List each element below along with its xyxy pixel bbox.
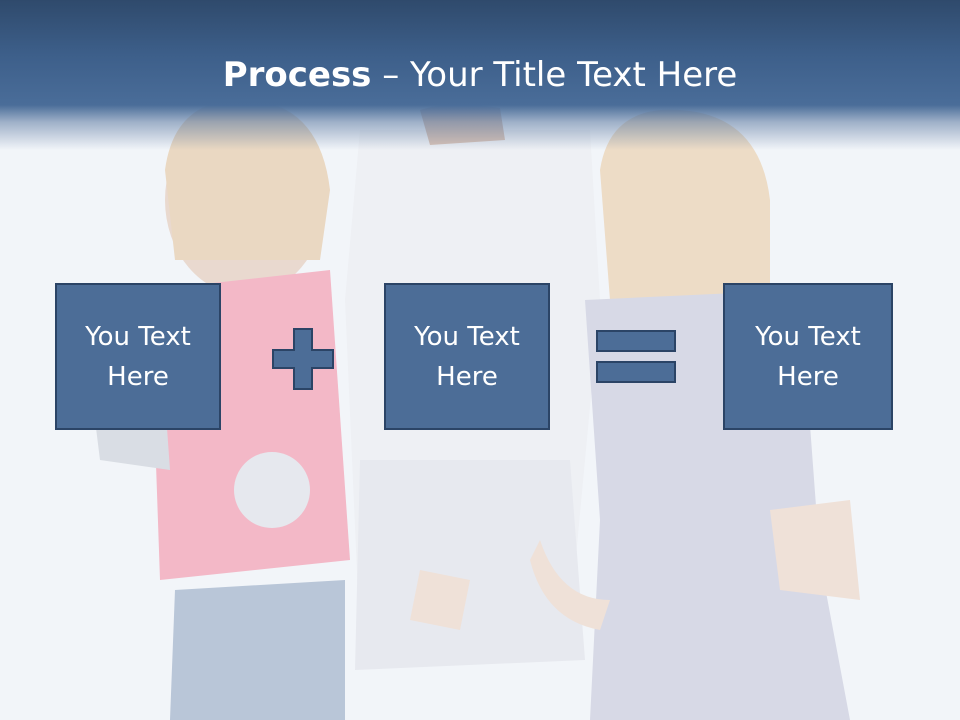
process-box-label: You Text Here [755,321,861,392]
title-bold: Process [222,55,372,95]
plus-icon [272,328,334,390]
process-box-1: You Text Here [55,283,221,430]
slide-title: Process – Your Title Text Here [0,52,960,98]
process-box-label: You Text Here [85,321,191,392]
process-box-3: You Text Here [723,283,893,430]
equals-icon [596,330,676,383]
title-rest: – Your Title Text Here [371,55,738,95]
process-box-label: You Text Here [414,321,520,392]
process-box-2: You Text Here [384,283,550,430]
title-bar [0,0,960,150]
